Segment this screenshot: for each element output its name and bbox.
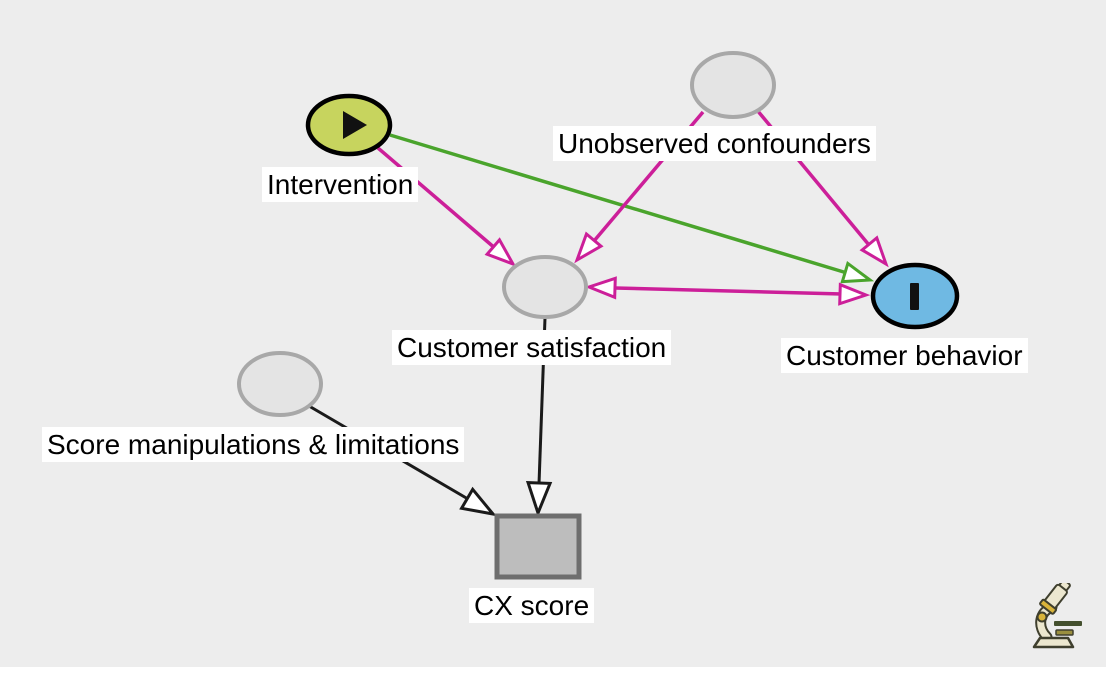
edge-intervention-to-behavior (389, 133, 875, 284)
label-score-manipulations: Score manipulations & limitations (42, 427, 465, 462)
label-customer-behavior: Customer behavior (781, 338, 1028, 373)
vertical-bar-icon (910, 283, 919, 310)
arrowhead-behavior-from-satisfaction (838, 282, 871, 306)
arrowhead-satisfaction-from-behavior (584, 276, 617, 300)
node-cx-score (494, 513, 582, 580)
arrowhead-cxscore-from-manipulations (459, 486, 497, 517)
edge-manipulations-to-cxscore (308, 404, 497, 517)
arrowhead-behavior-from-confounders (859, 235, 889, 268)
window-bottom-edge (0, 667, 1106, 674)
label-intervention: Intervention (262, 167, 419, 202)
edge-intervention-to-satisfaction (376, 146, 517, 267)
arrowhead-behavior-from-intervention (840, 260, 875, 284)
arrowhead-satisfaction-from-intervention (484, 237, 517, 267)
label-unobserved-confounders: Unobserved confounders (553, 126, 876, 161)
play-icon (343, 111, 367, 139)
node-score-manipulations (237, 351, 323, 417)
arrowhead-satisfaction-from-confounders (574, 231, 604, 264)
microscope-icon (1032, 583, 1082, 649)
label-customer-satisfaction: Customer satisfaction (392, 330, 672, 365)
node-intervention (305, 93, 393, 157)
node-unobserved-confounders (690, 51, 776, 119)
node-customer-behavior (870, 262, 960, 330)
arrowhead-cxscore-from-satisfaction (525, 481, 553, 518)
label-cx-score: CX score (469, 588, 595, 623)
edge-satisfaction-behavior-bidirectional (584, 276, 871, 306)
node-customer-satisfaction (502, 255, 588, 319)
